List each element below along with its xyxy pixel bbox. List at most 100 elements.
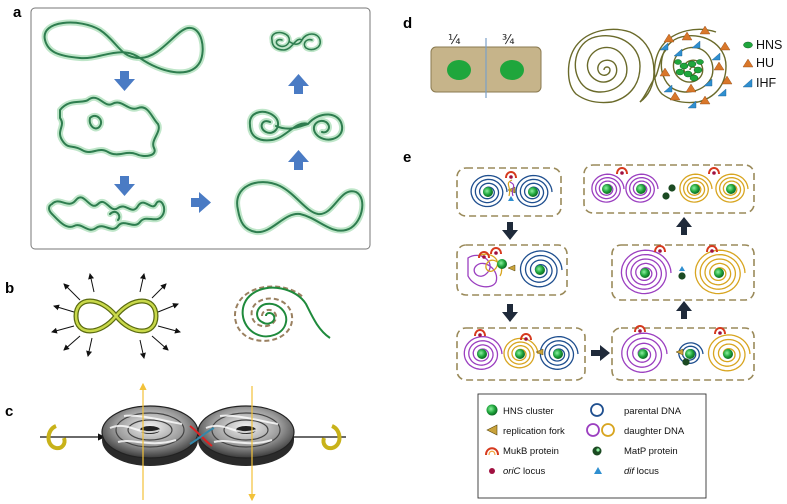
- cell-outline: [583, 164, 755, 214]
- mukb-protein: [654, 245, 666, 253]
- e-cell-5: [611, 244, 755, 301]
- hns-cluster: [483, 187, 493, 197]
- hns-cluster: [602, 184, 612, 194]
- dna-open-figure-eight: [41, 19, 206, 76]
- hns-cluster: [636, 184, 646, 194]
- matp-icon-highlight: [596, 448, 600, 452]
- mukb-protein: [706, 245, 718, 253]
- oric-locus: [638, 329, 642, 333]
- matp-protein: [662, 192, 670, 200]
- legend-oric-suffix: locus: [520, 466, 545, 477]
- hns-cluster: [515, 349, 525, 359]
- panel-d-nucleoid-spirals: [567, 25, 733, 109]
- legend-oric-name: oriC: [503, 466, 521, 477]
- legend-dif-name: dif: [624, 466, 635, 477]
- nucleoid-left: [447, 60, 471, 80]
- daughter-spiral-gold: [694, 249, 746, 295]
- torus-right: [197, 405, 295, 466]
- panel-d-legend: HNS HU IHF: [742, 38, 782, 90]
- ihf-triangles: [659, 40, 727, 109]
- replication-fork: [675, 348, 684, 356]
- panel-b-force-diagram: [51, 273, 181, 359]
- arrow-right: [191, 192, 211, 213]
- hns-cluster: [638, 349, 648, 359]
- legend-matp: MatP protein: [624, 446, 678, 457]
- panel-c-tori: [40, 382, 346, 502]
- ihf-legend-icon: [742, 78, 753, 88]
- spiral-link: [639, 49, 667, 103]
- hns-legend-label: HNS: [756, 38, 782, 52]
- mukb-protein: [708, 167, 720, 175]
- arrow-down-2: [114, 176, 135, 196]
- parental-dna-icon: [590, 403, 604, 417]
- arrow-down-1: [114, 71, 135, 91]
- oric-locus: [509, 175, 513, 179]
- oric-icon: [489, 468, 495, 474]
- spiral-dashed-path: [234, 285, 305, 342]
- daughter-strand: [509, 181, 515, 197]
- oric-locus: [718, 331, 722, 335]
- panel-b-label: b: [5, 280, 14, 297]
- cell-outline: [456, 167, 562, 217]
- e-cell-6: [583, 164, 755, 214]
- panel-d-cell: ¼ ¾: [430, 33, 542, 98]
- daughter-dna-icon-gold: [601, 423, 615, 437]
- daughter-spiral-purple: [620, 249, 672, 295]
- panel-e-arrows: [502, 217, 692, 361]
- oric-locus: [524, 337, 528, 341]
- hns-cluster: [685, 349, 695, 359]
- panel-a-label: a: [13, 4, 22, 21]
- mukb-protein: [634, 325, 646, 333]
- spiral-green-path: [241, 286, 331, 339]
- legend-replication-fork: replication fork: [503, 426, 565, 437]
- e-arrow-up-2: [676, 217, 692, 235]
- daughter-spiral-purple: [621, 332, 668, 373]
- hns-cluster: [690, 184, 700, 194]
- arrow-up-1: [288, 150, 309, 170]
- replication-fork: [507, 264, 516, 272]
- dna-coiled-figure-eight: [246, 108, 346, 144]
- oric-locus: [710, 249, 714, 253]
- e-arrow-down-1: [502, 222, 518, 240]
- oric-locus: [478, 333, 482, 337]
- oric-locus: [712, 171, 716, 175]
- panel-a-arrows: [114, 71, 309, 213]
- panel-a-dna-strands: [41, 19, 366, 236]
- mukb-icon-inner: [488, 450, 496, 456]
- dna-compact-coil: [269, 30, 323, 53]
- panel-d-label: d: [403, 15, 412, 32]
- hns-cluster-icon: [486, 404, 498, 416]
- matp-protein: [682, 358, 690, 366]
- hns-cluster: [535, 265, 545, 275]
- oric-locus: [620, 171, 624, 175]
- olive-spiral-left: [567, 28, 655, 104]
- daughter-tangle-purple: [467, 254, 498, 288]
- hns-cluster: [714, 268, 724, 278]
- rotation-arrow-right: [321, 424, 342, 451]
- legend-oric: oriC locus: [503, 466, 545, 477]
- e-arrow-right: [591, 345, 610, 361]
- dif-icon: [594, 467, 602, 474]
- matp-protein: [678, 272, 686, 280]
- hu-legend-icon: [742, 58, 754, 68]
- cell-outline: [456, 327, 586, 381]
- oric-locus: [494, 251, 498, 255]
- hns-cluster: [497, 259, 507, 269]
- replication-fork-icon: [486, 424, 498, 436]
- rotation-arrow-left: [46, 424, 67, 451]
- quarter-left-label: ¼: [448, 33, 461, 48]
- linker-blue: [189, 427, 215, 445]
- hns-cluster: [723, 349, 733, 359]
- torus-left: [101, 405, 199, 466]
- mukb-protein: [505, 171, 517, 179]
- legend-hns-cluster: HNS cluster: [503, 406, 554, 417]
- hu-legend-label: HU: [756, 56, 774, 70]
- force-arrows: [51, 273, 181, 359]
- legend-parental-dna: parental DNA: [624, 406, 682, 417]
- matp-protein: [668, 184, 676, 192]
- panel-e-cells: [456, 164, 755, 381]
- mukb-protein: [478, 251, 490, 259]
- e-arrow-down-2: [502, 304, 518, 322]
- hns-cluster: [528, 187, 538, 197]
- e-cell-2: [456, 244, 568, 296]
